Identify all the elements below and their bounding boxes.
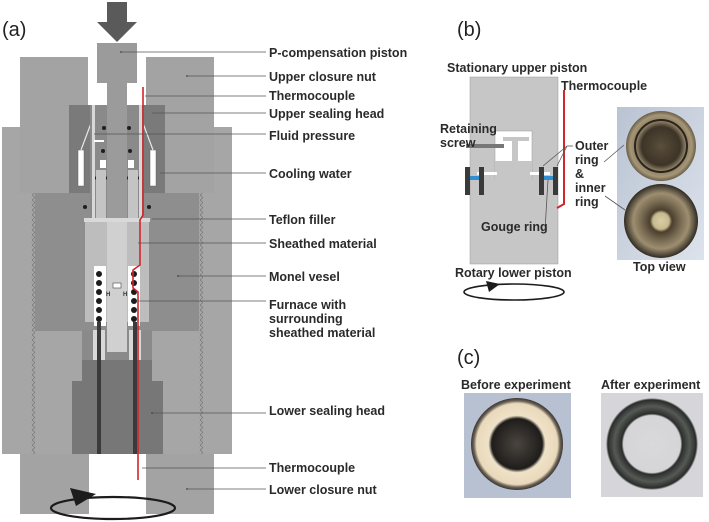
inner-ring-photo bbox=[624, 184, 698, 258]
callout-lower-sealing-head: Lower sealing head bbox=[269, 404, 385, 418]
electrode-left bbox=[97, 322, 101, 458]
electrode-right bbox=[133, 322, 137, 458]
svg-text:H: H bbox=[123, 292, 127, 298]
callout-furnace-line2: surrounding bbox=[269, 312, 343, 326]
inner-ring bbox=[539, 167, 544, 195]
thermocouple-label-b: Thermocouple bbox=[561, 79, 647, 93]
retaining-screw bbox=[466, 144, 504, 148]
gouge-ring-left bbox=[470, 176, 479, 180]
callout-teflon-filler: Teflon filler bbox=[269, 213, 336, 227]
cooling-water-right bbox=[149, 149, 157, 187]
top-view-caption: Top view bbox=[633, 260, 686, 274]
gouge-ring-right bbox=[544, 176, 553, 180]
panel-c-label: (c) bbox=[457, 347, 480, 369]
retaining-label-2: screw bbox=[440, 136, 476, 150]
rotary-lower-piston-label: Rotary lower piston bbox=[455, 266, 572, 280]
thermocouple-wire bbox=[132, 87, 144, 480]
before-experiment-label: Before experiment bbox=[461, 378, 572, 392]
callout-cooling-water: Cooling water bbox=[269, 167, 352, 181]
after-experiment-label: After experiment bbox=[601, 378, 701, 392]
gouge-ring-label: Gouge ring bbox=[481, 220, 548, 234]
piston-rod bbox=[107, 83, 127, 221]
furnace-zone-right bbox=[128, 266, 140, 326]
rings-label-1: Outer bbox=[575, 139, 608, 153]
callout-fluid-pressure: Fluid pressure bbox=[269, 129, 355, 143]
callout-furnace-line1: Furnace with bbox=[269, 298, 346, 312]
callout-upper-closure-nut: Upper closure nut bbox=[269, 70, 377, 84]
load-arrow-icon bbox=[97, 2, 137, 42]
panel-b-label: (b) bbox=[457, 19, 481, 41]
p-compensation-piston bbox=[97, 43, 137, 83]
cooling-water-left bbox=[77, 149, 85, 187]
thread-left bbox=[31, 127, 35, 454]
thread-right bbox=[199, 127, 203, 454]
panel-a-callouts: P-compensation piston Upper closure nut … bbox=[94, 46, 407, 497]
rotary-shear-assembly bbox=[463, 76, 573, 301]
rings-label-5: ring bbox=[575, 195, 599, 209]
after-experiment-photo bbox=[601, 393, 703, 497]
callout-furnace-line3: sheathed material bbox=[269, 326, 375, 340]
callout-p-compensation-piston: P-compensation piston bbox=[269, 46, 407, 60]
rings-label-2: ring bbox=[575, 153, 599, 167]
rings-label-4: inner bbox=[575, 181, 606, 195]
before-experiment-photo bbox=[464, 393, 571, 498]
sample-assembly: H H bbox=[106, 282, 127, 298]
rotation-arrow-icon-b bbox=[463, 281, 565, 301]
outer-ring bbox=[553, 167, 558, 195]
retaining-label-1: Retaining bbox=[440, 122, 497, 136]
rings-label-3: & bbox=[575, 167, 584, 181]
teflon-filler bbox=[84, 218, 150, 222]
callout-thermocouple-lower: Thermocouple bbox=[269, 461, 355, 475]
rotation-arrow-icon bbox=[49, 488, 177, 521]
svg-text:H: H bbox=[106, 292, 110, 298]
thermocouple-wire-b bbox=[556, 90, 565, 209]
lower-sealing-head bbox=[72, 381, 163, 454]
top-view-photo bbox=[603, 107, 704, 260]
callout-lower-closure-nut: Lower closure nut bbox=[269, 483, 377, 497]
callout-sheathed-material: Sheathed material bbox=[269, 237, 377, 251]
callout-upper-sealing-head: Upper sealing head bbox=[269, 107, 384, 121]
callout-monel-vessel: Monel vesel bbox=[269, 270, 340, 284]
callout-thermocouple-upper: Thermocouple bbox=[269, 89, 355, 103]
outer-ring-photo bbox=[626, 111, 696, 181]
panel-a-label: (a) bbox=[2, 19, 26, 41]
pressure-vessel-cross-section: H H bbox=[2, 2, 232, 521]
stationary-upper-piston-label: Stationary upper piston bbox=[447, 61, 587, 75]
